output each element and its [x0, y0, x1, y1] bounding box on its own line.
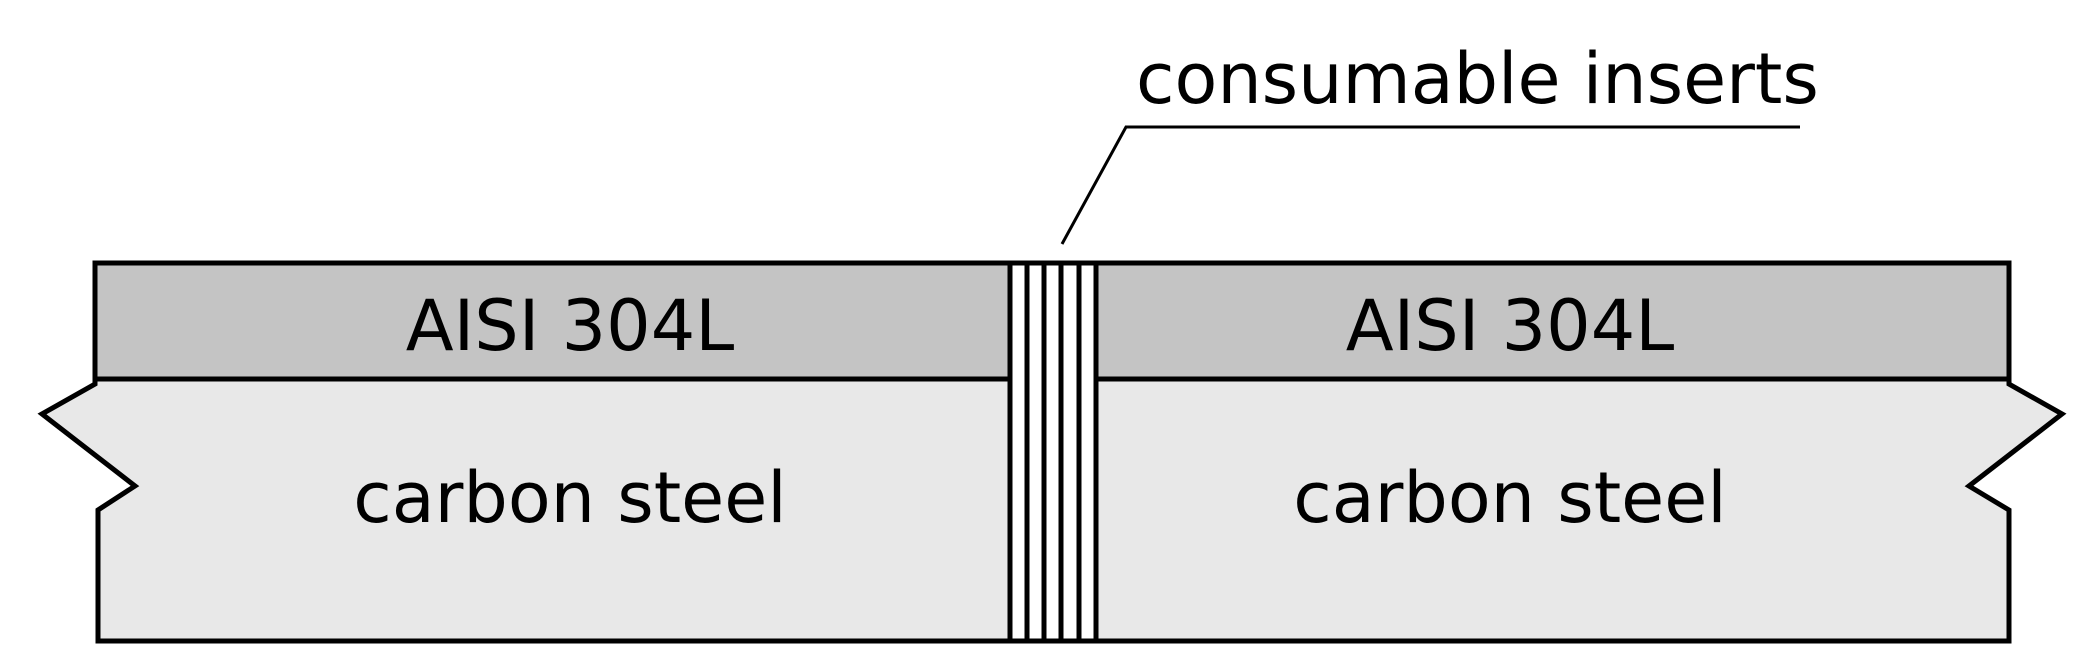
insert-strip — [1076, 260, 1099, 644]
right-cladding-label: AISI 304L — [1346, 285, 1674, 367]
insert-strip — [1024, 260, 1047, 644]
callout-label: consumable inserts — [1136, 38, 1819, 120]
insert-strip — [1058, 260, 1082, 644]
right-base-label: carbon steel — [1293, 457, 1727, 539]
callout-leader-line — [1060, 125, 1800, 245]
insert-strip — [1007, 260, 1030, 644]
consumable-inserts — [1007, 260, 1099, 644]
left-base-label: carbon steel — [353, 457, 787, 539]
left-cladding-label: AISI 304L — [406, 285, 734, 367]
right-base-layer — [1093, 376, 2067, 644]
left-cladding-layer — [92, 260, 1013, 382]
insert-strip — [1041, 260, 1064, 644]
